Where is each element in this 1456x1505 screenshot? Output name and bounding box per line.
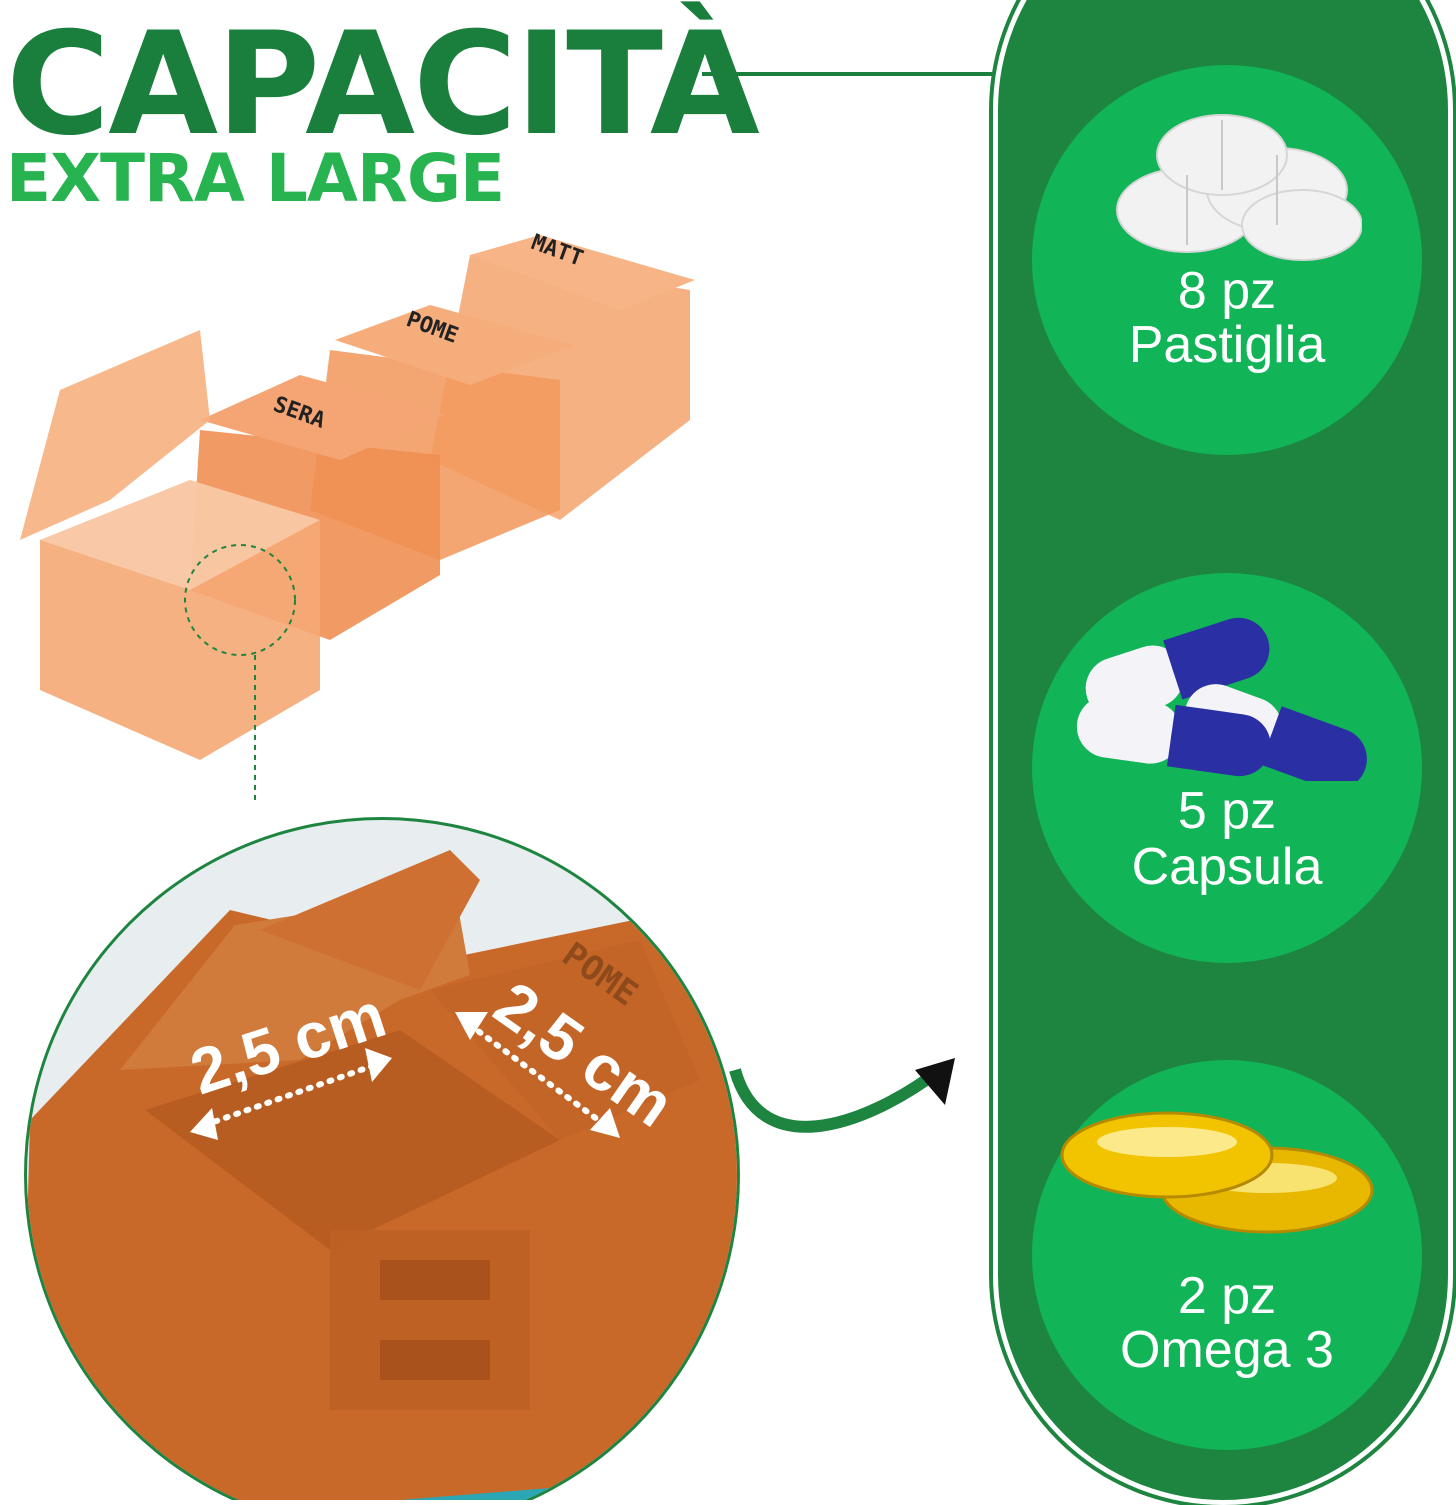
softgel-icon xyxy=(1060,1111,1374,1234)
capacity-item-capsule: 5 pz Capsula xyxy=(1032,573,1422,963)
capacity-item-tablet: 8 pz Pastiglia xyxy=(1032,65,1422,455)
capsule-type: Capsula xyxy=(1131,838,1323,896)
curved-arrow-icon xyxy=(729,1065,944,1133)
connector-line xyxy=(702,72,1000,76)
capacity-item-omega: 2 pz Omega 3 xyxy=(1032,1060,1422,1450)
page-subtitle: EXTRA LARGE xyxy=(6,140,505,217)
omega-count: 2 pz xyxy=(1177,1267,1277,1325)
product-illustration: MATT POME SERA 2,5 cm 2,5 cm POME xyxy=(20,230,955,1500)
page-title: CAPACITÀ xyxy=(6,2,760,167)
tablet-count: 8 pz xyxy=(1177,262,1277,320)
omega-type: Omega 3 xyxy=(1120,1321,1334,1379)
zoom-detail xyxy=(24,817,740,1500)
tablet-icon xyxy=(1116,114,1362,261)
pill-organizer xyxy=(20,235,695,805)
capsule-count: 5 pz xyxy=(1177,782,1277,840)
tablet-type: Pastiglia xyxy=(1128,316,1326,374)
capsule-icon xyxy=(1076,617,1367,781)
